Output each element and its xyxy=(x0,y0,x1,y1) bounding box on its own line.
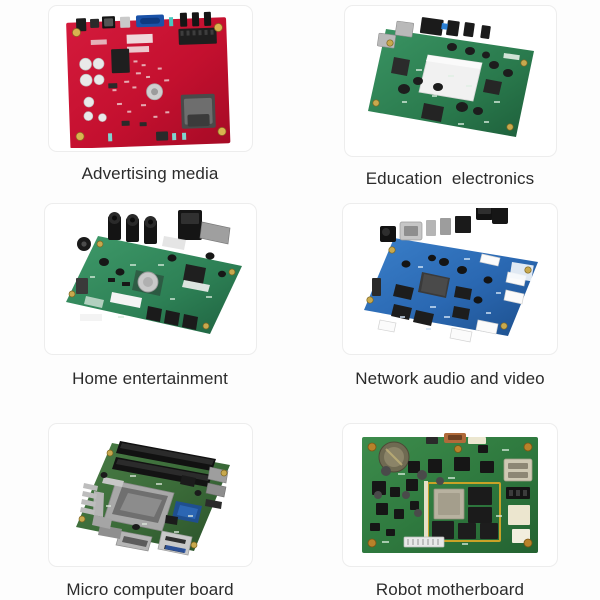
education-electronics-pcb-image xyxy=(345,6,556,156)
grid-cell-robot-motherboard[interactable]: Robot motherboard xyxy=(300,405,600,600)
green-sbc-illustration xyxy=(350,425,550,565)
green-av-pcb-illustration xyxy=(52,208,248,350)
product-label: Home entertainment xyxy=(72,369,228,388)
product-card-advertising-media[interactable] xyxy=(47,5,253,152)
product-card-network-audio-video[interactable] xyxy=(342,203,558,355)
advertising-media-pcb-image xyxy=(49,6,252,151)
product-label: Advertising media xyxy=(81,164,219,183)
grid-cell-advertising-media[interactable]: Advertising media xyxy=(0,0,300,197)
home-entertainment-pcb-image xyxy=(45,204,256,354)
micro-computer-board-pcb-image xyxy=(49,424,252,566)
grid-cell-home-entertainment[interactable]: Home entertainment xyxy=(0,197,300,405)
network-audio-video-pcb-image xyxy=(343,204,557,354)
product-card-micro-computer-board[interactable] xyxy=(47,423,253,567)
grid-cell-education-electronics[interactable]: Education electronics xyxy=(300,0,600,197)
product-label: Micro computer board xyxy=(66,580,234,599)
grid-cell-network-audio-video[interactable]: Network audio and video xyxy=(300,197,600,405)
product-card-robot-motherboard[interactable] xyxy=(342,423,558,567)
mini-itx-motherboard-illustration xyxy=(56,425,244,565)
robot-motherboard-pcb-image xyxy=(343,424,557,566)
red-pcb-illustration xyxy=(60,9,240,148)
product-card-education-electronics[interactable] xyxy=(343,5,557,157)
green-pcb-illustration xyxy=(352,11,548,151)
product-label: Robot motherboard xyxy=(375,580,525,599)
product-label: Network audio and video xyxy=(355,369,545,388)
product-label: Education electronics xyxy=(365,169,535,188)
grid-cell-micro-computer-board[interactable]: Micro computer board xyxy=(0,405,300,600)
product-card-home-entertainment[interactable] xyxy=(43,203,257,355)
blue-pcb-illustration xyxy=(350,208,550,350)
